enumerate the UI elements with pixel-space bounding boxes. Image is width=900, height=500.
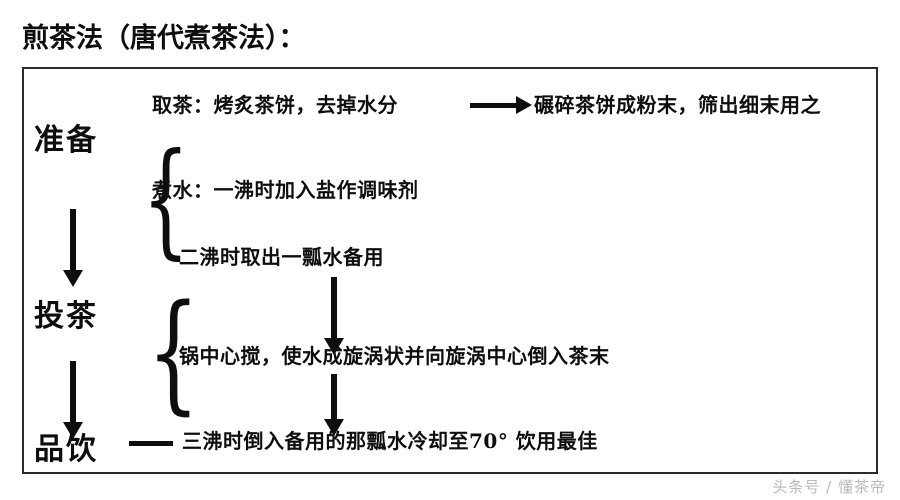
step-third-boil: 三沸时倒入备用的那瓢水冷却至70° 饮用最佳 [182,429,598,453]
watermark: 头条号 / 懂茶帝 [772,478,886,496]
brace-prepare: { [142,125,190,272]
stage-label-drink: 品饮 [34,432,98,467]
stage-label-add-tea: 投茶 [34,299,98,334]
step-boil-water: 煮水：一沸时加入盐作调味剂 [152,178,419,202]
step-second-boil: 二沸时取出一瓢水备用 [179,245,384,269]
stage-label-prepare: 准备 [34,123,98,158]
step-pick-tea: 取茶：烤炙茶饼，去掉水分 [152,93,398,117]
brace-add-tea: { [147,277,200,428]
step-stir-vortex: 锅中心搅，使水成旋涡状并向旋涡中心倒入茶末 [179,344,610,368]
dash-connector-drink [129,441,173,446]
step-grind-tea: 碾碎茶饼成粉末，筛出细末用之 [534,93,821,117]
page-title: 煎茶法（唐代煮茶法）： [22,23,306,54]
flowchart-box: 准备 { 取茶：烤炙茶饼，去掉水分 碾碎茶饼成粉末，筛出细末用之 煮水：一沸时加… [22,67,878,474]
